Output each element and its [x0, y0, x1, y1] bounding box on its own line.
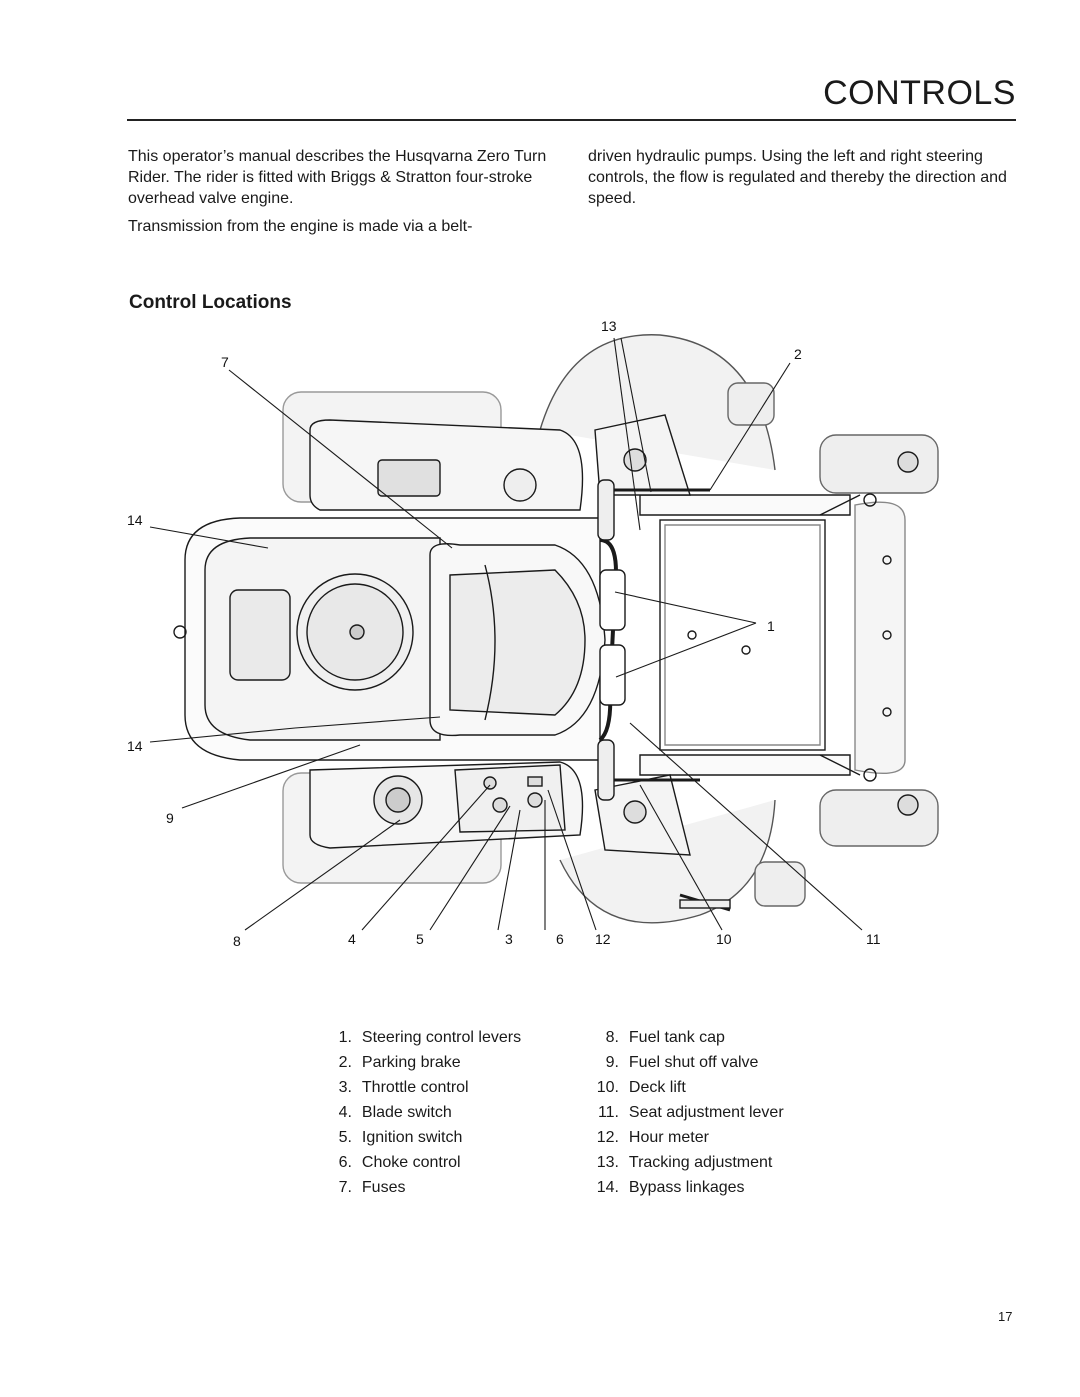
legend-number: 4. — [338, 1104, 352, 1121]
legend-label: Ignition switch — [361, 1129, 463, 1146]
page-title: CONTROLS — [823, 74, 1016, 112]
intro-paragraph-2: Transmission from the engine is made via… — [128, 218, 473, 235]
legend-number: 6. — [338, 1154, 352, 1171]
legend-label: Throttle control — [361, 1079, 469, 1096]
legend-number: 11. — [597, 1104, 619, 1121]
legend-item: 7. Fuses — [318, 1175, 521, 1200]
legend-number: 10. — [596, 1079, 619, 1096]
legend-number: 3. — [338, 1079, 352, 1096]
legend-left-column: 1. Steering control levers 2. Parking br… — [318, 1025, 521, 1200]
callout-9: 9 — [166, 810, 174, 826]
legend-number: 5. — [338, 1129, 352, 1146]
callout-7: 7 — [221, 354, 229, 370]
legend-label: Steering control levers — [361, 1029, 522, 1046]
legend-label: Fuses — [361, 1179, 406, 1196]
intro-paragraph-3: driven hydraulic pumps. Using the left a… — [588, 148, 1007, 207]
legend-item: 11. Seat adjustment lever — [584, 1100, 784, 1125]
legend-number: 12. — [596, 1129, 619, 1146]
legend-label: Seat adjustment lever — [628, 1104, 784, 1121]
intro-paragraph-1: This operator’s manual describes the Hus… — [128, 148, 547, 207]
legend-item: 9. Fuel shut off valve — [584, 1050, 784, 1075]
legend-number: 13. — [596, 1154, 619, 1171]
callout-3: 3 — [505, 931, 513, 947]
legend-right-column: 8. Fuel tank cap 9. Fuel shut off valve … — [584, 1025, 784, 1200]
legend-label: Blade switch — [361, 1104, 452, 1121]
page-number: 17 — [998, 1309, 1013, 1324]
legend-label: Choke control — [361, 1154, 461, 1171]
legend-number: 9. — [605, 1054, 619, 1071]
legend-item: 5. Ignition switch — [318, 1125, 521, 1150]
legend-number: 1. — [338, 1029, 352, 1046]
legend-label: Fuel tank cap — [628, 1029, 725, 1046]
legend-item: 14. Bypass linkages — [584, 1175, 784, 1200]
callout-8: 8 — [233, 933, 241, 949]
callout-1: 1 — [767, 618, 775, 634]
title-rule — [127, 119, 1016, 121]
intro-right-column: driven hydraulic pumps. Using the left a… — [588, 146, 1020, 216]
callout-14-bottom: 14 — [127, 738, 143, 754]
legend-number: 14. — [596, 1179, 619, 1196]
legend-number: 8. — [605, 1029, 619, 1046]
callout-2: 2 — [794, 346, 802, 362]
legend-item: 13. Tracking adjustment — [584, 1150, 784, 1175]
callout-4: 4 — [348, 931, 356, 947]
callout-12: 12 — [595, 931, 611, 947]
legend-item: 1. Steering control levers — [318, 1025, 521, 1050]
callout-13: 13 — [601, 318, 617, 334]
legend-number: 7. — [338, 1179, 352, 1196]
legend-item: 6. Choke control — [318, 1150, 521, 1175]
legend-label: Bypass linkages — [628, 1179, 745, 1196]
callout-11: 11 — [866, 931, 881, 947]
legend-item: 10. Deck lift — [584, 1075, 784, 1100]
callout-6: 6 — [556, 931, 564, 947]
legend-item: 3. Throttle control — [318, 1075, 521, 1100]
intro-left-column: This operator’s manual describes the Hus… — [128, 146, 558, 244]
callout-10: 10 — [716, 931, 732, 947]
legend-label: Parking brake — [361, 1054, 461, 1071]
legend-item: 12. Hour meter — [584, 1125, 784, 1150]
legend-label: Deck lift — [628, 1079, 686, 1096]
legend-item: 8. Fuel tank cap — [584, 1025, 784, 1050]
legend-number: 2. — [338, 1054, 352, 1071]
legend-label: Tracking adjustment — [628, 1154, 773, 1171]
callout-5: 5 — [416, 931, 424, 947]
legend-label: Fuel shut off valve — [628, 1054, 759, 1071]
legend-item: 2. Parking brake — [318, 1050, 521, 1075]
callout-14-top: 14 — [127, 512, 143, 528]
section-heading: Control Locations — [129, 292, 292, 313]
legend-label: Hour meter — [628, 1129, 709, 1146]
legend-item: 4. Blade switch — [318, 1100, 521, 1125]
mower-control-diagram: 13 2 7 14 1 14 9 8 4 5 3 6 12 10 11 — [127, 318, 939, 949]
